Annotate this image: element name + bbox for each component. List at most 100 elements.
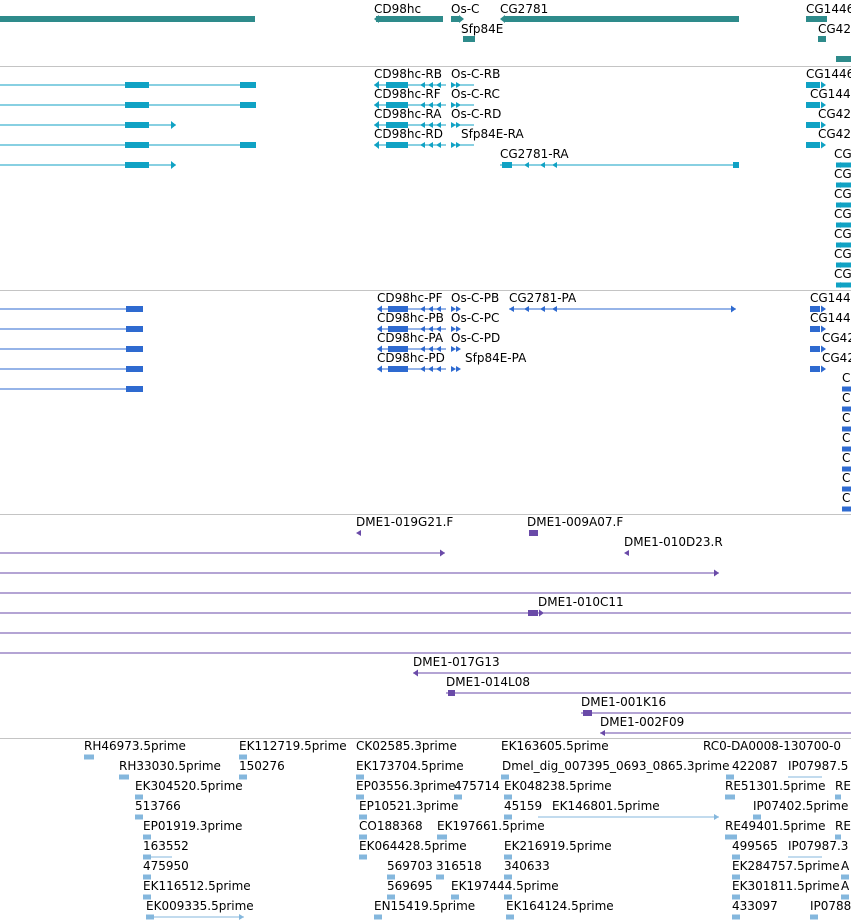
gene-label[interactable]: CG1446 — [806, 2, 851, 16]
est-label[interactable]: CO188368 — [359, 819, 423, 833]
gene-label[interactable]: CG2781 — [500, 2, 549, 16]
est-label[interactable]: RE49401.5prime — [725, 819, 826, 833]
est-label[interactable]: 513766 — [135, 799, 181, 813]
protein-label[interactable]: CD98hc-PB — [377, 311, 444, 325]
protein-label[interactable]: C — [842, 391, 851, 405]
transcript-label[interactable]: CD98hc-RB — [374, 67, 442, 81]
est-label[interactable]: RH33030.5prime — [119, 759, 221, 773]
est-label[interactable]: CK02585.3prime — [356, 739, 457, 753]
est-label[interactable]: EK304520.5prime — [135, 779, 243, 793]
transcript-label[interactable]: CG — [834, 267, 851, 281]
transcript-label[interactable]: Os-C-RB — [451, 67, 501, 81]
est-label[interactable]: RE — [835, 819, 851, 833]
est-label[interactable]: RC0-DA0008-130700-0 — [703, 739, 841, 753]
est-label[interactable]: Dmel_dig_007395_0693_0865.3prime — [502, 759, 730, 773]
est-label[interactable]: EK146801.5prime — [552, 799, 660, 813]
transcript-label[interactable]: Os-C-RD — [451, 107, 502, 121]
est-label[interactable]: EK112719.5prime — [239, 739, 347, 753]
transcript-label[interactable]: CG — [834, 147, 851, 161]
est-label[interactable]: EK064428.5prime — [359, 839, 467, 853]
protein-label[interactable]: CG2781-PA — [509, 291, 577, 305]
transcript-label[interactable]: CG1446 — [806, 67, 851, 81]
transcript-label[interactable]: CG42 — [818, 127, 851, 141]
transcript-label[interactable]: CG2781-RA — [500, 147, 569, 161]
protein-label[interactable]: Os-C-PD — [451, 331, 501, 345]
est-label[interactable]: EP10521.3prime — [359, 799, 459, 813]
est-label[interactable]: 569703 — [387, 859, 433, 873]
transcript-label[interactable]: CG42 — [818, 107, 851, 121]
protein-label[interactable]: Os-C-PB — [451, 291, 500, 305]
transcript-label[interactable]: Sfp84E-RA — [461, 127, 524, 141]
protein-label[interactable]: CG42 — [822, 331, 851, 345]
est-label[interactable]: EK173704.5prime — [356, 759, 464, 773]
est-label[interactable]: 499565 — [732, 839, 778, 853]
est-label[interactable]: EK163605.5prime — [501, 739, 609, 753]
est-label[interactable]: RE51301.5prime — [725, 779, 826, 793]
transcript-label[interactable]: CG — [834, 227, 851, 241]
est-label[interactable]: 163552 — [143, 839, 189, 853]
protein-label[interactable]: CG144 — [810, 291, 851, 305]
transcript-label[interactable]: CG144 — [810, 87, 851, 101]
est-label[interactable]: 422087 — [732, 759, 778, 773]
protein-label[interactable]: CG144 — [810, 311, 851, 325]
transcript-label[interactable]: CD98hc-RA — [374, 107, 442, 121]
clone-label[interactable]: DME1-014L08 — [446, 675, 530, 689]
est-label[interactable]: EP01919.3prime — [143, 819, 243, 833]
transcript-label[interactable]: CG — [834, 167, 851, 181]
est-label[interactable]: 433097 — [732, 899, 778, 913]
est-label[interactable]: RH46973.5prime — [84, 739, 186, 753]
protein-label[interactable]: CD98hc-PF — [377, 291, 443, 305]
protein-label[interactable]: C — [842, 411, 851, 425]
clone-label[interactable]: DME1-009A07.F — [527, 515, 624, 529]
clone-label[interactable]: DME1-010C11 — [538, 595, 624, 609]
est-label[interactable]: EK048238.5prime — [504, 779, 612, 793]
clone-label[interactable]: DME1-001K16 — [581, 695, 667, 709]
protein-label[interactable]: C — [842, 491, 851, 505]
est-label[interactable]: 569695 — [387, 879, 433, 893]
transcript-label[interactable]: CG — [834, 187, 851, 201]
est-label[interactable]: 475714 — [454, 779, 500, 793]
protein-label[interactable]: CD98hc-PD — [377, 351, 445, 365]
transcript-label[interactable]: Os-C-RC — [451, 87, 500, 101]
protein-label[interactable]: Sfp84E-PA — [465, 351, 527, 365]
clone-label[interactable]: DME1-019G21.F — [356, 515, 454, 529]
est-label[interactable]: IP07987.5 — [788, 759, 849, 773]
transcript-label[interactable]: CG — [834, 247, 851, 261]
est-label[interactable]: EK164124.5prime — [506, 899, 614, 913]
protein-label[interactable]: CD98hc-PA — [377, 331, 444, 345]
gene-label[interactable]: CG42 — [818, 22, 851, 36]
est-label[interactable]: EK197444.5prime — [451, 879, 559, 893]
protein-label[interactable]: C — [842, 451, 851, 465]
est-label[interactable]: EK284757.5prime — [732, 859, 840, 873]
transcript-label[interactable]: CD98hc-RD — [374, 127, 443, 141]
clone-label[interactable]: DME1-010D23.R — [624, 535, 723, 549]
protein-label[interactable]: C — [842, 431, 851, 445]
est-label[interactable]: EK009335.5prime — [146, 899, 254, 913]
est-label[interactable]: 340633 — [504, 859, 550, 873]
protein-label[interactable]: C — [842, 371, 851, 385]
est-label[interactable]: A — [841, 859, 850, 873]
est-label[interactable]: IP07402.5prime — [753, 799, 849, 813]
est-label[interactable]: IP0788 — [810, 899, 851, 913]
protein-label[interactable]: C — [842, 471, 851, 485]
protein-label[interactable]: Os-C-PC — [451, 311, 500, 325]
est-label[interactable]: EK301811.5prime — [732, 879, 840, 893]
est-label[interactable]: EN15419.5prime — [374, 899, 476, 913]
est-label[interactable]: EK216919.5prime — [504, 839, 612, 853]
transcript-label[interactable]: CG — [834, 207, 851, 221]
est-label[interactable]: A — [841, 879, 850, 893]
gene-label[interactable]: Os-C — [451, 2, 480, 16]
est-label[interactable]: 475950 — [143, 859, 189, 873]
est-label[interactable]: EK197661.5prime — [437, 819, 545, 833]
clone-label[interactable]: DME1-017G13 — [413, 655, 500, 669]
est-label[interactable]: IP07987.3 — [788, 839, 849, 853]
est-label[interactable]: RE — [835, 779, 851, 793]
est-label[interactable]: EK116512.5prime — [143, 879, 251, 893]
gene-label[interactable]: Sfp84E — [461, 22, 504, 36]
protein-label[interactable]: CG42 — [822, 351, 851, 365]
est-label[interactable]: 316518 — [436, 859, 482, 873]
gene-label[interactable]: CD98hc — [374, 2, 422, 16]
est-label[interactable]: 45159 — [504, 799, 543, 813]
clone-label[interactable]: DME1-002F09 — [600, 715, 685, 729]
est-label[interactable]: 150276 — [239, 759, 285, 773]
